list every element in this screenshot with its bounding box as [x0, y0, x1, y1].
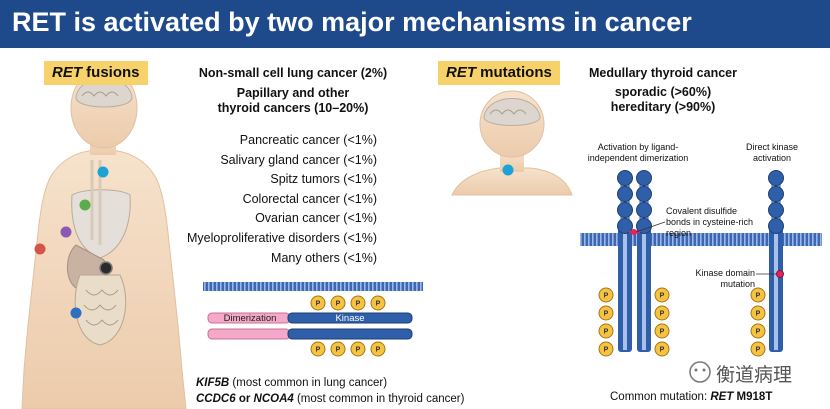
lung-dot [60, 226, 72, 238]
common-mutation-label: Common mutation: RET M918T [610, 391, 772, 403]
cancer-item: Spitz tumors (<1%) [270, 172, 377, 187]
pancreas-dot [99, 261, 113, 275]
covalent-line1: Covalent disulfide [666, 206, 738, 216]
fusion-protein-top [207, 312, 413, 324]
covalent-leader [635, 221, 666, 233]
receptor-phospho [598, 287, 766, 357]
nsclc-label: Non-small cell lung cancer (2%) [198, 66, 388, 80]
slide-title: RET is activated by two major mechanisms… [12, 7, 692, 37]
fusions-tag-gene: RET [52, 64, 82, 81]
mutations-tag-gene: RET [446, 64, 476, 81]
phospho-label: P [376, 347, 381, 354]
phospho-label: P [376, 301, 381, 308]
cancer-item: Salivary gland cancer (<1%) [220, 152, 377, 167]
kinase-domain-line1: Kinase domain [695, 268, 755, 278]
phospho-label: P [604, 311, 609, 318]
phospho-bottom-row [310, 341, 386, 357]
mtc-label: Medullary thyroid cancer [589, 66, 737, 80]
cancer-item: Pancreatic cancer (<1%) [239, 133, 377, 147]
disulfide-dot [631, 229, 637, 235]
fusion-protein-bottom [207, 328, 413, 340]
kinase-mutation-dot [776, 270, 784, 278]
cancer-list: Pancreatic cancer (<1%) Salivary gland c… [187, 131, 377, 268]
kif5b-rest: (most common in lung cancer) [229, 377, 388, 389]
activation-ligand-line2: independent dimerization [587, 153, 689, 163]
thyroid-label-line1: Papillary and other [236, 86, 350, 100]
body-figure [21, 67, 187, 409]
activation-ligand-line1: Activation by ligand- [597, 142, 679, 152]
sporadic-label: sporadic (>60%) [614, 85, 712, 99]
phospho-label: P [316, 347, 321, 354]
cancer-item: Colorectal cancer (<1%) [242, 191, 377, 206]
direct-kinase-line1: Direct kinase [745, 142, 799, 152]
phospho-label: P [316, 301, 321, 308]
dimerization-label: Dimerization [224, 313, 277, 324]
ccdc6-gene: CCDC6 [196, 393, 236, 405]
thyroid-label-line2: thyroid cancers (10–20%) [217, 101, 369, 115]
cancer-item: Ovarian cancer (<1%) [255, 211, 377, 226]
hereditary-label: hereditary (>90%) [610, 100, 716, 114]
mtc-thyroid-dot [502, 164, 514, 176]
phospho-label: P [356, 347, 361, 354]
fusions-tag: RET fusions [44, 61, 148, 85]
cancer-item: Myeloproliferative disorders (<1%) [186, 230, 377, 245]
ccdc6-rest: (most common in thyroid cancer) [293, 393, 465, 405]
phospho-label: P [604, 329, 609, 336]
phospho-label: P [756, 347, 761, 354]
ccdc6-note: CCDC6 or NCOA4 (most common in thyroid c… [196, 393, 464, 405]
phospho-label: P [756, 293, 761, 300]
cancer-item: Many others (<1%) [271, 250, 377, 265]
fusions-tag-word: fusions [86, 64, 140, 81]
phospho-label: P [660, 293, 665, 300]
thyroid-dot [97, 166, 109, 178]
kif5b-note: KIF5B (most common in lung cancer) [196, 377, 387, 389]
kif5b-gene: KIF5B [196, 377, 230, 389]
covalent-line3: region [666, 228, 692, 238]
skin-dot [34, 243, 46, 255]
kinase-domain-line2: mutation [720, 279, 755, 289]
common-mutation-variant: M918T [733, 391, 773, 403]
kinase-label: Kinase [335, 313, 364, 324]
common-mutation-prefix: Common mutation: [610, 391, 711, 403]
phospho-label: P [604, 347, 609, 354]
mutations-tag-word: mutations [480, 64, 552, 81]
phospho-label: P [660, 329, 665, 336]
phospho-label: P [756, 311, 761, 318]
receptor-right [768, 170, 784, 352]
common-mutation-gene: RET [710, 391, 734, 403]
phospho-label: P [336, 301, 341, 308]
phospho-label: P [660, 347, 665, 354]
or-word: or [235, 393, 254, 405]
watermark-text: 衡道病理 [716, 365, 793, 386]
phospho-label: P [660, 311, 665, 318]
mutations-tag: RET mutations [438, 61, 560, 85]
head-figure [451, 90, 573, 196]
receptor-middle [636, 170, 652, 352]
direct-kinase-line2: activation [752, 153, 792, 163]
phospho-label: P [336, 347, 341, 354]
phospho-label: P [604, 293, 609, 300]
fusion-membrane [203, 282, 423, 291]
header-bar: RET is activated by two major mechanisms… [0, 0, 830, 48]
colon-dot [70, 307, 82, 319]
watermark-logo [689, 361, 711, 383]
phospho-label: P [756, 329, 761, 336]
receptor-left [617, 170, 633, 352]
cell-membrane [580, 233, 822, 246]
ncoa4-gene: NCOA4 [253, 393, 294, 405]
salivary-dot [79, 199, 91, 211]
phospho-top-row [310, 295, 386, 311]
covalent-line2: bonds in cysteine-rich [666, 217, 754, 227]
phospho-label: P [356, 301, 361, 308]
